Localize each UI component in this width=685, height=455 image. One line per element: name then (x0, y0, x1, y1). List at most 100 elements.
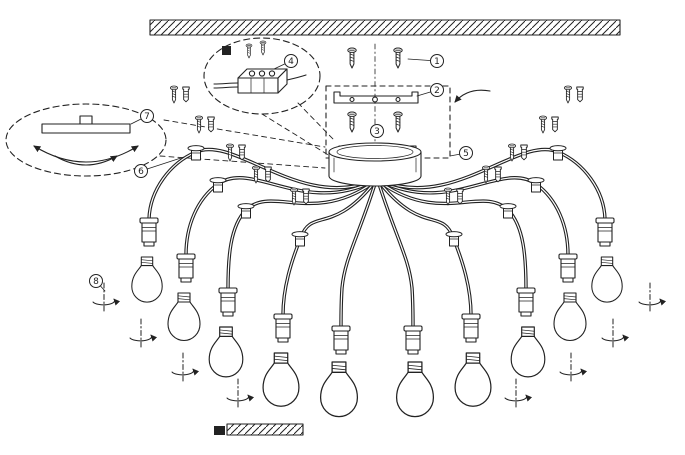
callout-number: 1 (434, 57, 440, 67)
lamp-socket-3 (218, 287, 238, 317)
lamp-socket-5 (331, 325, 351, 355)
anchor-screw-pair-9 (539, 116, 558, 133)
cord-arm-core-10 (381, 149, 606, 220)
detail-ellipse-canopy (5, 103, 167, 177)
rotate-bulb-arrow-icon-7 (602, 319, 624, 347)
light-bulb-1 (131, 256, 163, 303)
cord-clip-5 (445, 231, 463, 247)
bracket-hole-center (372, 96, 378, 103)
ceiling-section-hatch (149, 19, 621, 36)
mount-screw-4 (393, 111, 403, 133)
leader-canopy-detail (163, 119, 326, 148)
lamp-socket-7 (461, 313, 481, 343)
lamp-socket-2 (176, 253, 196, 283)
bottom-section-block (214, 426, 225, 435)
wiring-detail-bubble (203, 37, 321, 115)
lamp-socket-6 (403, 325, 423, 355)
lamp-socket-9 (558, 253, 578, 283)
cord-clip-4 (291, 231, 309, 247)
callout-circle (430, 83, 444, 97)
lamp-socket-10 (595, 217, 615, 247)
callout-number: 8 (93, 277, 99, 287)
light-bulb-10 (591, 256, 623, 303)
callout-number: 6 (138, 167, 144, 177)
mount-screw-2 (393, 47, 403, 69)
callout-leader (140, 156, 185, 172)
cord-arm-5 (339, 182, 377, 329)
light-bulb-8 (510, 326, 546, 378)
drum-shading (333, 157, 417, 173)
callout-number: 5 (463, 149, 469, 159)
callout-4: 4 (273, 54, 298, 70)
bracket-hole-right (395, 96, 401, 103)
anchor-screw-pair-1 (170, 86, 189, 103)
lamp-socket-4 (273, 313, 293, 343)
callout-1: 1 (407, 54, 444, 68)
callout-8: 8 (89, 274, 106, 292)
callout-7: 7 (130, 109, 154, 125)
static-background (5, 19, 621, 436)
cord-arms-layer (147, 147, 607, 329)
canopy-detail-bubble (5, 103, 167, 177)
terminal-screw-3 (268, 70, 276, 77)
light-bulb-4 (262, 352, 300, 407)
light-bulb-5 (319, 361, 359, 418)
swivel-arrow-icon-2 (54, 155, 118, 166)
callout-number: 3 (374, 127, 380, 137)
callouts-layer: 1 2 3 4 5 6 7 8 (89, 54, 473, 292)
rotate-bulb-arrow-icon-3 (172, 353, 194, 381)
callout-circle (430, 54, 444, 68)
rotate-bulb-arrow-icon-5 (505, 379, 527, 407)
callout-6: 6 (134, 156, 185, 178)
terminal-block-side (277, 68, 288, 94)
callout-circle (459, 146, 473, 160)
mounting-dashed-box (325, 85, 451, 159)
callout-number: 7 (144, 112, 150, 122)
rotate-bulb-arrow-icon-2 (130, 319, 152, 347)
callout-number: 2 (434, 86, 440, 96)
cord-arm-core-5 (340, 183, 376, 328)
mounting-assembly (325, 43, 491, 159)
callout-number: 4 (288, 57, 294, 67)
callout-circle (140, 109, 154, 123)
canopy-stem (79, 115, 93, 125)
canopy-drum (328, 142, 422, 187)
drum-top-rim (336, 145, 414, 159)
terminal-screw-2 (258, 70, 266, 77)
light-bulb-7 (454, 352, 492, 407)
light-bulb-3 (208, 326, 244, 378)
callout-circle (370, 124, 384, 138)
canopy-plate-side-view (41, 123, 131, 134)
anchor-screw-pair-8 (508, 144, 527, 161)
callout-2: 2 (416, 83, 444, 97)
terminal-block-front (237, 77, 279, 94)
leader-wiring-detail-2 (261, 113, 331, 157)
lamp-socket-8 (516, 287, 536, 317)
anchor-screw-pair-10 (564, 86, 583, 103)
callout-3: 3 (370, 124, 384, 138)
mount-screw-3 (347, 111, 357, 133)
leader-wiring-detail (297, 102, 334, 140)
callout-circle (284, 54, 298, 68)
cord-arm-6 (377, 182, 415, 329)
terminal-dividers (250, 77, 265, 94)
callout-5: 5 (449, 146, 473, 160)
anchor-screw-pair-2 (195, 116, 214, 133)
terminal-screw-1 (248, 70, 256, 77)
callout-circle (134, 164, 148, 178)
anchor-screw-pair-3 (226, 144, 245, 161)
bottom-section-hatch (226, 423, 304, 436)
callout-circle (89, 274, 103, 288)
light-bulb-9 (553, 292, 587, 342)
cord-arm-core-1 (148, 149, 373, 220)
anchor-block-icon (222, 46, 231, 55)
drum-body (328, 151, 422, 187)
light-bulb-2 (167, 292, 201, 342)
light-bulb-6 (395, 361, 435, 418)
lamp-socket-1 (139, 217, 159, 247)
rotate-bulb-arrow-icon-6 (560, 353, 582, 381)
bracket-hole-left (349, 96, 355, 103)
mount-screw-6 (259, 40, 267, 56)
